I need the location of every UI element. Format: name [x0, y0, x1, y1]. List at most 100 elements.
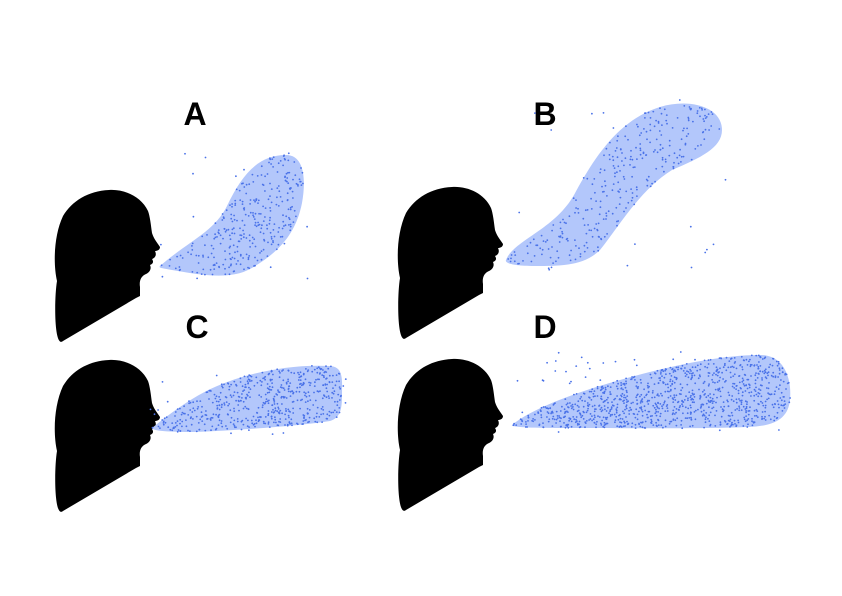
particle-dot	[559, 420, 561, 423]
particle-dot	[223, 404, 226, 406]
particle-dot	[222, 216, 225, 219]
particle-dot	[168, 265, 171, 267]
breath-cloud	[152, 365, 343, 432]
particle-dot	[624, 408, 626, 411]
particle-dot	[271, 378, 273, 381]
particle-dot	[607, 210, 610, 213]
particle-dot	[288, 410, 290, 413]
particle-dot	[609, 391, 611, 393]
particle-dot	[189, 401, 192, 404]
particle-dot	[667, 396, 670, 399]
particle-dot	[602, 112, 605, 114]
particle-dot	[705, 416, 707, 419]
particle-dot	[244, 213, 247, 216]
particle-dot	[299, 371, 302, 374]
particle-dot	[614, 172, 616, 175]
particle-dot	[269, 378, 272, 381]
particle-dot	[687, 397, 689, 400]
particle-dot	[289, 187, 292, 189]
particle-dot	[306, 277, 309, 280]
particle-spray	[149, 365, 347, 435]
particle-dot	[286, 192, 289, 195]
particle-dot	[237, 240, 240, 243]
particle-dot	[684, 417, 687, 419]
particle-dot	[558, 241, 561, 243]
particle-dot	[578, 412, 581, 414]
particle-dot	[524, 426, 527, 428]
particle-dot	[266, 173, 269, 175]
particle-dot	[631, 175, 633, 178]
particle-dot	[542, 240, 545, 243]
particle-dot	[650, 376, 653, 379]
particle-dot	[270, 243, 273, 246]
particle-dot	[761, 411, 764, 413]
particle-dot	[200, 273, 203, 275]
particle-dot	[625, 398, 628, 401]
particle-dot	[295, 182, 298, 185]
particle-dot	[664, 383, 667, 386]
particle-dot	[288, 218, 291, 221]
particle-dot	[214, 236, 217, 239]
particle-spray	[507, 99, 727, 271]
particle-dot	[308, 416, 311, 419]
particle-dot	[529, 241, 532, 244]
particle-dot	[283, 157, 286, 160]
particle-dot	[621, 152, 623, 154]
particle-dot	[245, 396, 248, 399]
particle-dot	[680, 393, 682, 396]
particle-dot	[206, 234, 208, 236]
particle-dot	[281, 403, 283, 405]
particle-dot	[538, 424, 541, 427]
particle-dot	[174, 267, 177, 270]
particle-dot	[579, 253, 582, 255]
particle-dot	[733, 357, 736, 359]
particle-dot	[277, 406, 280, 409]
particle-dot	[757, 372, 760, 375]
particle-dot	[330, 365, 332, 368]
particle-dot	[268, 391, 271, 394]
particle-dot	[661, 124, 663, 126]
particle-dot	[267, 410, 270, 412]
particle-dot	[570, 249, 572, 252]
particle-dot	[588, 367, 591, 370]
particle-dot	[303, 382, 305, 385]
particle-dot	[638, 410, 640, 413]
particle-dot	[659, 403, 662, 405]
particle-dot	[730, 398, 733, 401]
particle-dot	[664, 160, 667, 163]
panel-label-d: D	[533, 309, 556, 345]
particle-dot	[736, 408, 738, 410]
particle-dot	[270, 369, 273, 372]
particle-dot	[626, 391, 628, 394]
particle-dot	[712, 381, 714, 383]
particle-dot	[215, 395, 218, 398]
particle-dot	[287, 390, 290, 393]
particle-dot	[633, 358, 636, 361]
particle-dot	[256, 259, 259, 262]
particle-dot	[290, 418, 293, 421]
particle-dot	[183, 405, 186, 408]
particle-dot	[221, 404, 223, 406]
particle-dot	[534, 413, 536, 416]
breath-cloud	[159, 155, 304, 276]
particle-dot	[764, 419, 767, 421]
particle-dot	[772, 375, 775, 378]
particle-dot	[311, 370, 314, 373]
particle-dot	[248, 374, 251, 376]
particle-dot	[575, 207, 577, 209]
particle-dot	[556, 415, 559, 417]
particle-dot	[677, 408, 680, 411]
particle-dot	[602, 387, 605, 389]
particle-dot	[225, 209, 228, 212]
particle-dot	[287, 182, 290, 185]
particle-dot	[268, 219, 271, 222]
particle-dot	[248, 183, 251, 186]
particle-dot	[599, 379, 602, 381]
particle-dot	[218, 419, 221, 422]
particle-dot	[565, 238, 568, 241]
particle-dot	[757, 395, 760, 398]
particle-dot	[603, 391, 606, 393]
particle-dot	[338, 399, 341, 401]
particle-dot	[239, 234, 242, 237]
particle-dot	[630, 408, 633, 411]
